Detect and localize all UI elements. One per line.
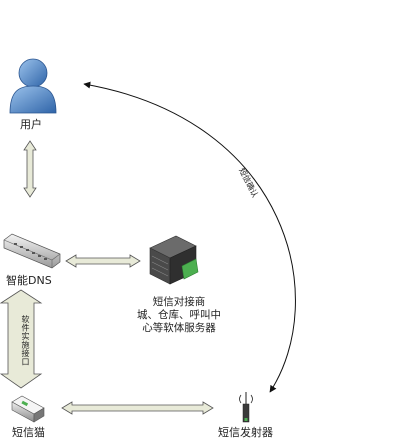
cat-transmitter-double-arrow — [61, 401, 214, 415]
user-dns-double-arrow — [23, 140, 37, 198]
server-label-line-1: 短信对接商 — [152, 296, 206, 308]
server-label: 短信对接商 城、仓库、呼叫中 心等软体服务器 — [120, 296, 238, 335]
user-icon — [9, 58, 57, 114]
dns-device-icon — [3, 233, 61, 269]
dns-label: 智能DNS — [6, 274, 52, 287]
transmitter-icon — [239, 392, 253, 423]
server-icon — [149, 235, 199, 285]
dns-cat-double-arrow — [0, 289, 43, 389]
sms-cat-label: 短信猫 — [12, 426, 45, 439]
dns-server-double-arrow — [65, 254, 141, 268]
user-label: 用户 — [20, 118, 42, 131]
server-label-line-3: 心等软体服务器 — [142, 322, 216, 334]
software-interface-label: 软件实施接口 — [21, 314, 30, 366]
server-label-line-2: 城、仓库、呼叫中 — [137, 309, 221, 321]
sms-confirm-arc — [83, 81, 296, 393]
sms-cat-icon — [11, 395, 45, 423]
transmitter-label: 短信发射器 — [218, 426, 273, 439]
